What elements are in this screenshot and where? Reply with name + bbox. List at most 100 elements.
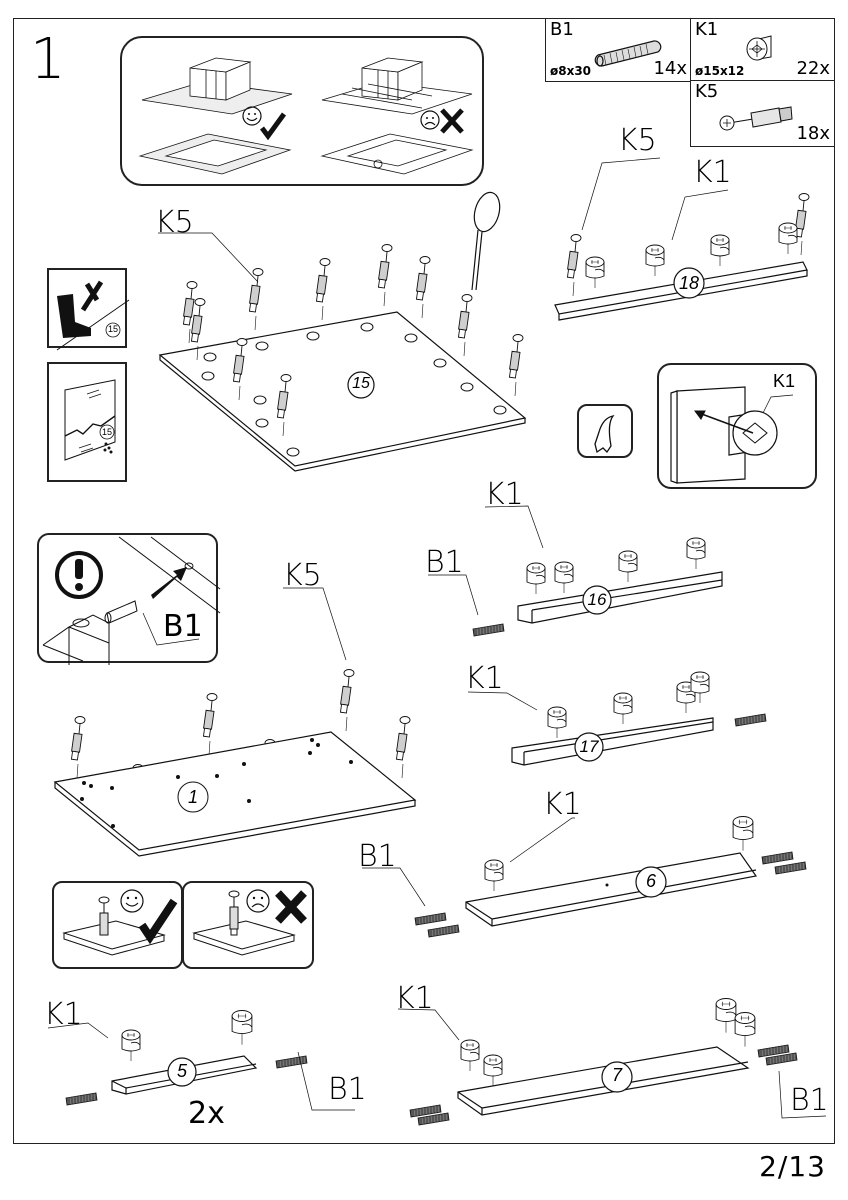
panel-number: 15 [352,375,370,392]
cracked-panel-icon [64,379,116,461]
wooden-dowel-icon [472,623,505,637]
screwdriver-icon [471,191,501,291]
surface-warning-box [120,36,484,186]
wooden-dowel-icon [757,1044,790,1058]
panel-number: 17 [579,737,599,756]
fragile-panel-warning: 15 [47,362,127,482]
cam-bolt-icon [248,268,264,331]
boot-cross-icon [56,280,130,351]
k1-callout: K1 [44,997,83,1032]
cam-bolt-icon [457,294,473,357]
cam-bolt-icon [182,281,198,344]
smiley-check-icon [120,889,178,945]
cam-bolt-icon [415,256,431,319]
panel-number: 15 [101,427,112,437]
panel-number: 1 [187,787,198,807]
panel-number: 6 [645,871,656,891]
cam-bolt-icon [339,669,355,732]
cam-bolt-icon [719,106,793,131]
cam-lock-icon [778,222,798,254]
frown-cross-icon [420,108,464,134]
part-code: B1 [550,19,574,40]
panel-quantity: 2x [188,1096,225,1131]
cam-bolt-icon [276,374,292,437]
part-quantity: 14x [653,58,687,79]
cam-bolt-icon [190,298,206,361]
panel-number: 15 [107,324,118,334]
panel-number: 7 [611,1065,622,1085]
wooden-dowel-icon [765,1052,798,1066]
cam-bolt-icon [232,338,248,401]
cam-lock-icon [554,561,574,593]
dowel-insertion-detail [42,536,221,665]
cam-lock-icon [690,671,710,703]
wooden-dowel-icon [761,851,794,865]
page-frame [13,18,835,1144]
page-indicator: 2/13 [759,1150,826,1183]
b1-callout: B1 [790,1083,829,1118]
b1-callout: B1 [163,609,203,644]
cam-lock-icon [460,1039,480,1071]
wooden-dowel-icon [275,1055,308,1069]
k1-callout: K1 [465,661,504,696]
cam-bolt-icon [315,258,331,321]
cam-lock-icon [732,816,754,851]
cam-lock-icon [618,550,638,582]
b1-callout: B1 [425,545,464,580]
part-dimension: ø8x30 [550,64,592,78]
cam-lock-icon [715,998,737,1033]
part-code: K1 [695,19,719,40]
part-quantity: 22x [796,58,830,79]
k1-detail-box: K1 [657,363,817,489]
cam-bolt-icon [202,693,218,756]
hand-icon [594,415,615,454]
k5-callout: K5 [283,558,322,593]
panel-number: 18 [678,273,700,293]
wooden-dowel-icon [594,40,662,67]
b1-callout: B1 [358,839,397,874]
cam-bolt-icon [395,716,411,779]
step-number: 1 [30,27,66,92]
cam-lock-icon [484,859,504,891]
wooden-dowel-icon [774,861,807,875]
part-dimension: ø15x12 [695,64,745,78]
bolt-incorrect-illustration [192,890,296,956]
k1-callout: K1 [693,155,732,190]
part-code: K5 [695,81,719,102]
wooden-dowel-icon [734,713,767,727]
wooden-dowel-icon [414,912,447,926]
panel-number: 5 [176,1061,187,1081]
surface-illustration [138,57,474,175]
k5-callout: K5 [618,123,657,158]
cam-lock-icon [734,1012,756,1047]
cam-lock-icon [645,244,665,276]
part-k5-box: K5 18x [690,80,835,147]
k5-callout: K5 [155,205,194,240]
part-quantity: 18x [796,123,830,144]
smiley-check-icon [242,106,287,141]
b1-callout: B1 [328,1072,367,1107]
panel-number: 16 [587,590,607,609]
cam-lock-icon [710,234,730,266]
cam-lock-icon [121,1029,141,1061]
bolt-correct-illustration [62,896,166,956]
cam-lock-icon [686,537,706,569]
cam-lock-icon [613,692,633,724]
cam-bolt-icon [508,334,524,397]
cam-lock-icon [676,681,696,713]
bolt-incorrect-box [182,881,314,969]
cam-lock-icon [483,1054,503,1086]
no-standing-warning: 15 [47,268,130,351]
cam-lock-insertion-detail [670,386,794,484]
k1-callout: K1 [773,371,796,391]
dowel-caution-box: B1 [37,533,221,665]
cam-lock-icon [547,706,567,738]
